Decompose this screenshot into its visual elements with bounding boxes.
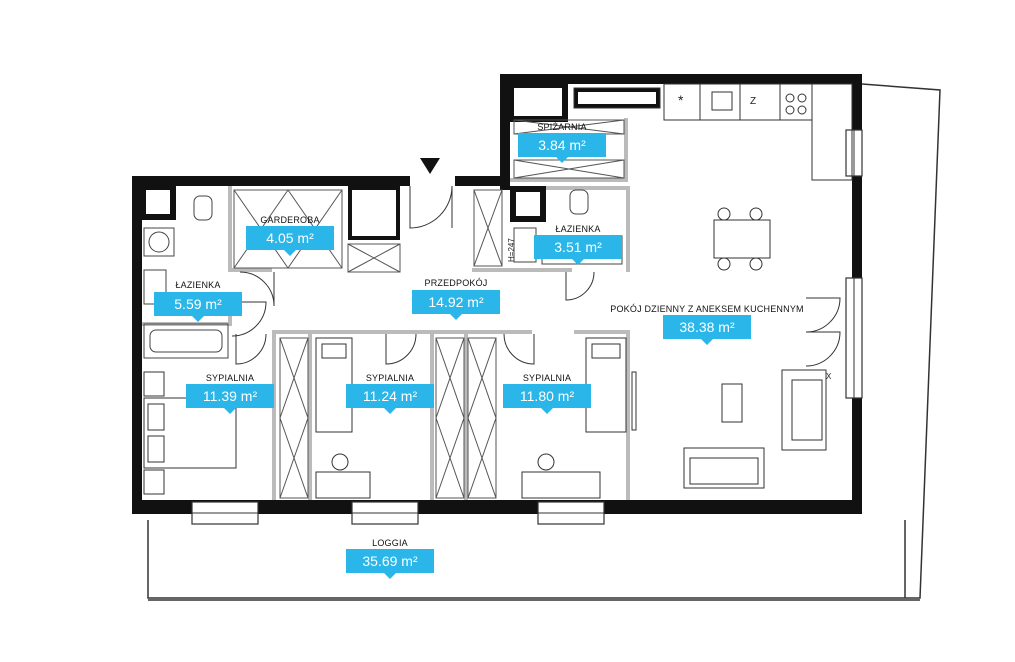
dining-table <box>713 207 771 271</box>
room-area: 11.80 m² <box>503 384 591 414</box>
bathroom-fixtures <box>143 189 623 359</box>
room-name: ŁAZIENKA <box>555 224 601 234</box>
room-area: 4.05 m² <box>246 226 334 256</box>
room-area: 38.38 m² <box>663 315 751 345</box>
room-area: 14.92 m² <box>412 290 500 320</box>
room-name: LOGGIA <box>372 538 408 548</box>
room-area: 3.84 m² <box>518 133 606 163</box>
room-area: 11.39 m² <box>186 384 274 414</box>
room-area: 3.51 m² <box>534 235 622 265</box>
room-name: SYPIALNIA <box>205 373 255 383</box>
room-name: SYPIALNIA <box>365 373 415 383</box>
room-name: POKÓJ DZIENNY Z ANEKSEM KUCHENNYM <box>610 304 804 314</box>
windows <box>191 129 863 525</box>
room-area: 5.59 m² <box>154 292 242 322</box>
bedroom-furniture <box>143 337 627 499</box>
entrance-arrow <box>420 158 440 174</box>
sink-icon: Z <box>750 96 757 107</box>
fridge-icon: * <box>678 92 684 108</box>
living-furniture <box>631 369 827 489</box>
room-area: 35.69 m² <box>346 549 434 579</box>
height-note: H=247 <box>507 238 516 262</box>
room-name: GARDEROBA <box>260 215 320 225</box>
room-area: 11.24 m² <box>346 384 434 414</box>
closets <box>140 82 568 240</box>
door-swings <box>231 185 841 367</box>
room-name: SYPIALNIA <box>522 373 572 383</box>
room-name: SPIŻARNIA <box>537 122 587 132</box>
room-name: PRZEDPOKÓJ <box>424 278 488 288</box>
kitchen <box>573 83 853 181</box>
loggia-outline <box>147 83 941 601</box>
room-name: ŁAZIENKA <box>175 280 221 290</box>
exit-mark: X <box>826 372 832 381</box>
